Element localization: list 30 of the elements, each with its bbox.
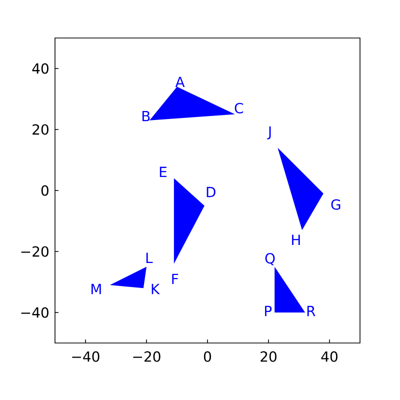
vertex-label: P — [265, 306, 272, 316]
vertex-label: H — [292, 234, 300, 245]
vertex-label: M — [92, 284, 101, 294]
tick-label: 40 — [321, 351, 338, 362]
vertex-label: E — [160, 166, 166, 177]
vertex-label: J — [267, 126, 271, 140]
triangle — [274, 266, 306, 312]
tick-label: −20 — [21, 246, 48, 257]
triangle — [110, 266, 146, 288]
vertex-label: L — [146, 252, 153, 263]
vertex-label: K — [152, 284, 160, 294]
tick-label: −20 — [133, 351, 160, 362]
vertex-label: F — [172, 274, 178, 284]
tick-label: −40 — [72, 351, 100, 362]
tick-label: 0 — [41, 185, 48, 196]
tick-label: 0 — [204, 351, 211, 362]
tick-label: −40 — [21, 307, 48, 318]
triangle — [278, 148, 324, 230]
vertex-label: A — [175, 76, 185, 88]
tick-label: 20 — [260, 351, 276, 362]
tick-label: 40 — [32, 63, 48, 74]
vertex-label: Q — [265, 253, 275, 266]
vertex-label: G — [331, 199, 340, 210]
vertex-label: D — [206, 186, 216, 198]
vertex-label: C — [234, 102, 244, 114]
triangle — [150, 86, 235, 120]
vertex-label: B — [142, 110, 150, 122]
tick-label: 20 — [32, 124, 48, 135]
triangle — [174, 178, 204, 264]
vertex-label: R — [307, 306, 316, 316]
